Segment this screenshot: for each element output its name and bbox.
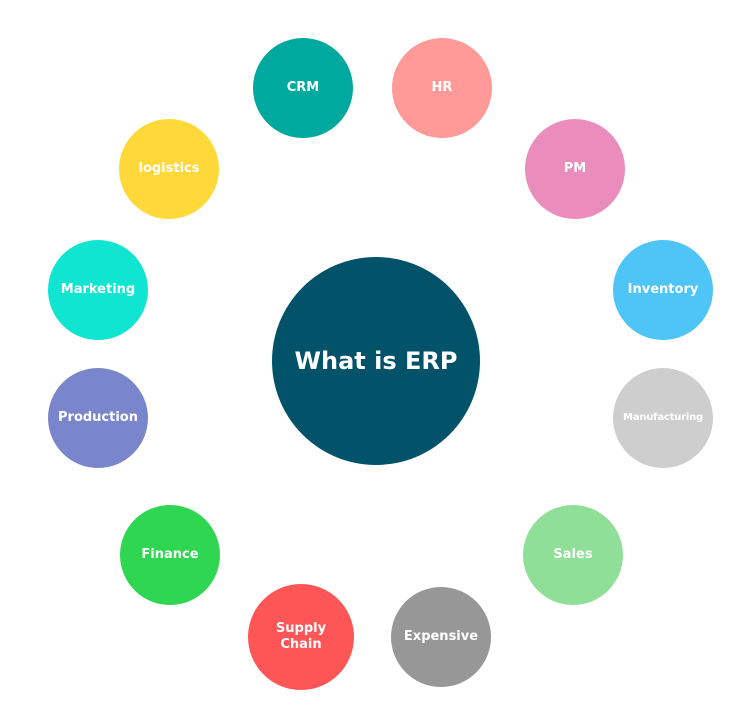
node-label-marketing: Marketing (60, 281, 136, 297)
node-label-hr: HR (431, 79, 453, 95)
node-hr: HR (392, 38, 492, 138)
node-label-pm: PM (563, 160, 587, 176)
node-pm: PM (525, 119, 625, 219)
node-marketing: Marketing (48, 240, 148, 340)
node-label-manufacturing: Manufacturing (623, 411, 703, 423)
node-label-sales: Sales (553, 546, 593, 562)
node-manufacturing: Manufacturing (613, 368, 713, 468)
node-supply-chain: Supply Chain (248, 584, 354, 690)
node-sales: Sales (523, 505, 623, 605)
node-label-logistics: logistics (138, 160, 200, 176)
center-circle-what-is-erp: What is ERP (272, 257, 480, 465)
node-finance: Finance (120, 505, 220, 605)
node-label-crm: CRM (286, 79, 320, 95)
center-label: What is ERP (294, 347, 458, 375)
node-label-supply-chain: Supply Chain (275, 620, 327, 652)
node-label-finance: Finance (141, 546, 199, 562)
node-production: Production (48, 368, 148, 468)
node-logistics: logistics (119, 119, 219, 219)
node-label-expensive: Expensive (403, 628, 479, 644)
node-inventory: Inventory (613, 240, 713, 340)
node-label-inventory: Inventory (627, 281, 699, 297)
node-label-production: Production (58, 409, 138, 425)
node-expensive: Expensive (391, 587, 491, 687)
node-crm: CRM (253, 38, 353, 138)
